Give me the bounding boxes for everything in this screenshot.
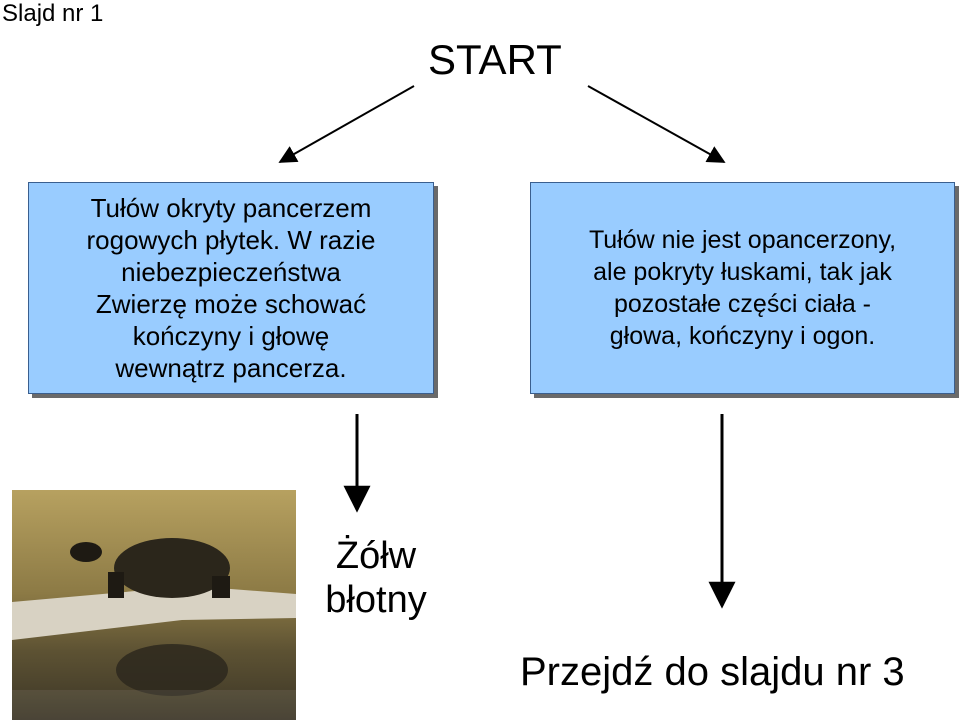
- shell-description-box: Tułów okryty pancerzem rogowych płytek. …: [28, 182, 434, 394]
- slide-number-label: Slajd nr 1: [2, 0, 104, 27]
- arrow-start-to-left: [278, 85, 415, 163]
- start-title: START: [428, 36, 562, 83]
- turtle-photo: [12, 490, 296, 720]
- scales-description-box: Tułów nie jest opancerzony, ale pokryty …: [530, 182, 955, 394]
- arrow-start-to-right: [587, 85, 726, 163]
- go-to-slide-3-link[interactable]: Przejdź do slajdu nr 3: [520, 650, 905, 694]
- species-label: Żółw błotny: [325, 535, 427, 621]
